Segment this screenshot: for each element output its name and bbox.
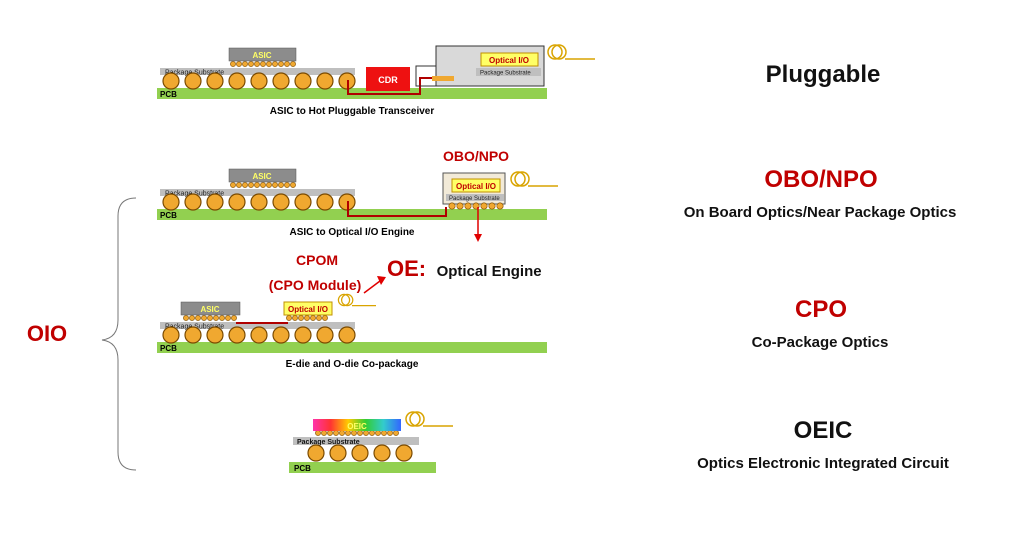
- row-title-cpo: CPO: [794, 296, 847, 323]
- package-substrate: [293, 437, 419, 445]
- pcb-board: [157, 342, 547, 353]
- row-subtitle-oeic: Optics Electronic Integrated Circuit: [697, 455, 949, 472]
- package-substrate-label: Package Substrate: [297, 439, 360, 446]
- module-substrate: [476, 68, 541, 76]
- optical-io-label: Optical I/O: [288, 305, 328, 314]
- oe-callout-arrow: [363, 280, 381, 294]
- row-obo-npo: PCB Package Substrate ASIC Package Subst…: [157, 148, 558, 242]
- micro-bumps: [230, 61, 296, 67]
- fiber-coil-icon: [547, 44, 595, 60]
- asic-chip: [228, 168, 297, 183]
- optical-io-label: Optical I/O: [489, 56, 529, 65]
- row-title-obo-npo: OBO/NPO: [764, 166, 878, 193]
- module-balls: [448, 202, 504, 210]
- solder-balls: [162, 193, 356, 211]
- asic-label: ASIC: [252, 172, 271, 181]
- asic-label: ASIC: [200, 305, 219, 314]
- row-subtitle-obo-npo: On Board Optics/Near Package Optics: [683, 204, 957, 221]
- optical-io-chip: [283, 301, 333, 316]
- asic-chip: [180, 301, 241, 316]
- pcb-label: PCB: [160, 211, 177, 220]
- optical-io-chip: [451, 178, 501, 193]
- optical-io-label: Optical I/O: [456, 182, 496, 191]
- row-oeic: PCB Package Substrate OEIC: [289, 411, 453, 473]
- signal-trace: [347, 77, 436, 95]
- pcb-board: [157, 209, 547, 220]
- oe-callout-arrowhead: [377, 276, 386, 285]
- asic-label: ASIC: [252, 51, 271, 60]
- micro-bumps: [230, 182, 296, 188]
- diagram-caption: E-die and O-die Co-package: [286, 359, 419, 370]
- package-substrate: [160, 189, 355, 196]
- cpom-callout-line2: (CPO Module): [269, 277, 362, 293]
- oeic-label: OEIC: [347, 422, 367, 431]
- row-cpo: CPOM (CPO Module) OE: Optical Engine PCB…: [157, 252, 547, 370]
- row-pluggable: PCB Package Substrate ASIC CDR Pa: [157, 44, 595, 117]
- row-subtitle-cpo: Co-Package Optics: [751, 334, 889, 351]
- row-title-oeic: OEIC: [793, 417, 853, 444]
- cdr-chip: [366, 67, 410, 91]
- fiber-coil-icon: [510, 171, 558, 187]
- pcb-label: PCB: [160, 344, 177, 353]
- module-substrate-label: Package Substrate: [480, 71, 531, 77]
- oio-brace: [101, 197, 137, 471]
- pcb-board: [289, 462, 436, 473]
- optical-io-chip: [480, 52, 539, 67]
- solder-balls: [307, 444, 413, 462]
- diagram-caption: ASIC to Hot Pluggable Transceiver: [270, 106, 435, 117]
- package-substrate: [160, 322, 355, 329]
- micro-bumps: [315, 430, 399, 436]
- signal-trace: [347, 201, 447, 217]
- row-title-pluggable: Pluggable: [765, 61, 881, 88]
- fiber-coil-icon: [337, 293, 376, 307]
- solder-balls: [162, 326, 356, 344]
- fiber-coil-icon: [405, 411, 453, 427]
- oe-pointer-arrowhead: [474, 234, 482, 242]
- oe-micro-bumps: [286, 315, 328, 321]
- oe-text: Optical Engine: [437, 263, 542, 280]
- cdr-label: CDR: [378, 75, 398, 85]
- oeic-chip: [313, 419, 401, 431]
- asic-chip: [228, 47, 297, 62]
- module-connector: [432, 76, 454, 81]
- obo-npo-callout: OBO/NPO: [443, 148, 509, 164]
- pcb-label: PCB: [160, 90, 177, 99]
- module-substrate-label: Package Substrate: [449, 196, 500, 202]
- package-substrate: [160, 68, 355, 75]
- oe-abbr: OE:: [387, 256, 426, 281]
- pcb-label: PCB: [294, 464, 311, 473]
- asic-micro-bumps: [183, 315, 237, 321]
- oe-label: OE: Optical Engine: [387, 256, 542, 281]
- cpom-callout-line1: CPOM: [296, 252, 338, 268]
- solder-balls: [162, 72, 356, 90]
- diagram-caption: ASIC to Optical I/O Engine: [289, 227, 414, 238]
- module-substrate: [446, 194, 504, 201]
- oio-label: OIO: [26, 321, 68, 346]
